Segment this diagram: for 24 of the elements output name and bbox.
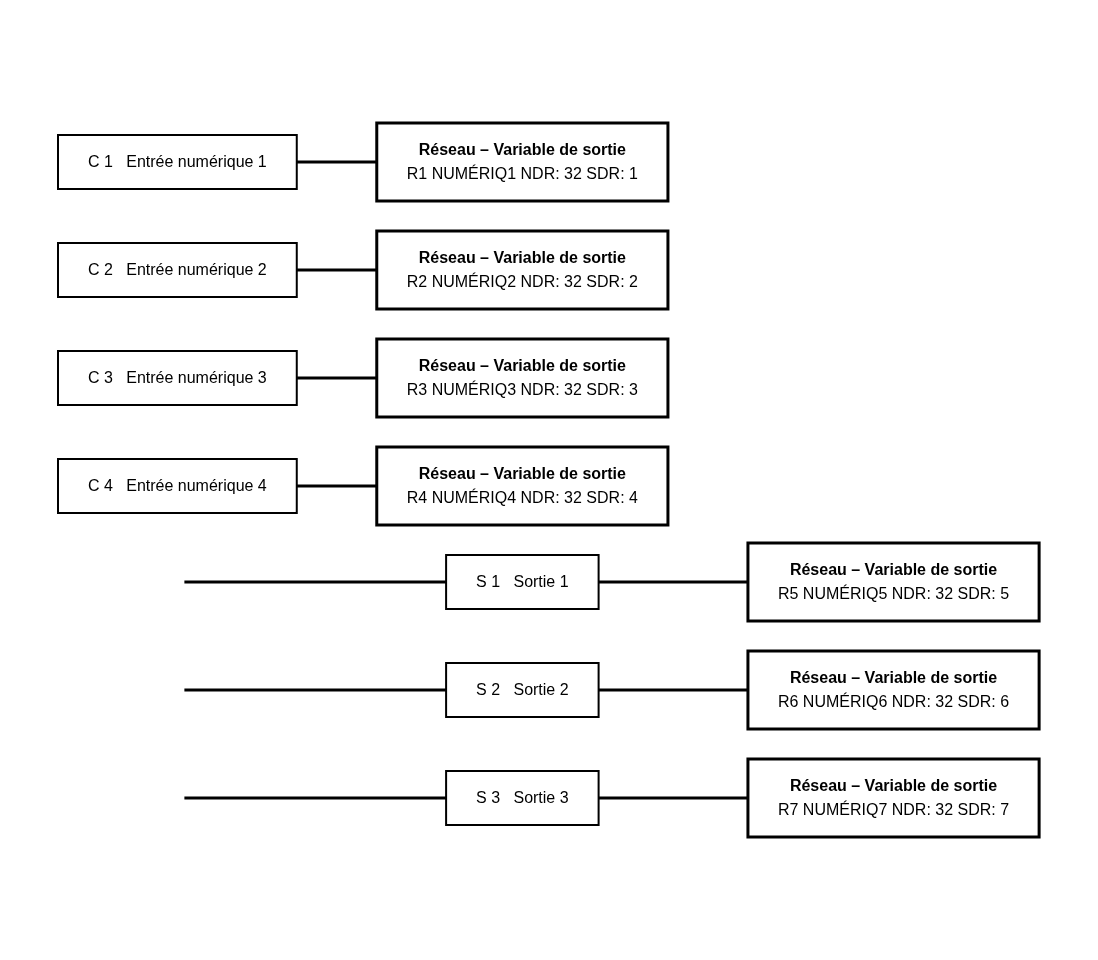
node-box: S 3 Sortie 3 (445, 770, 601, 826)
node-box: Réseau – Variable de sortie R1 NUMÉRIQ1 NDR: 32 SDR: 1 (375, 121, 670, 203)
connector (599, 580, 749, 584)
node-box: Réseau – Variable de sortie R7 NUMÉRIQ7 NDR: 32 SDR: 7 (746, 757, 1042, 839)
node-box: Réseau – Variable de sortie R4 NUMÉRIQ4 NDR: 32 SDR: 4 (375, 445, 670, 527)
node-box: Réseau – Variable de sortie R5 NUMÉRIQ5 NDR: 32 SDR: 5 (746, 541, 1042, 623)
connector (297, 376, 378, 380)
node-box: C 4 Entrée numérique 4 (57, 458, 299, 514)
connector (297, 268, 378, 272)
node-box: S 2 Sortie 2 (445, 662, 601, 718)
connector (297, 484, 378, 488)
node-box: C 2 Entrée numérique 2 (57, 242, 299, 298)
node-box: C 1 Entrée numérique 1 (57, 134, 299, 190)
node-box: Réseau – Variable de sortie R2 NUMÉRIQ2 NDR: 32 SDR: 2 (375, 229, 670, 311)
node-box: Réseau – Variable de sortie R6 NUMÉRIQ6 NDR: 32 SDR: 6 (746, 649, 1042, 731)
node-box: S 1 Sortie 1 (445, 554, 601, 610)
connector (184, 796, 447, 800)
node-box: Réseau – Variable de sortie R3 NUMÉRIQ3 NDR: 32 SDR: 3 (375, 337, 670, 419)
connector (599, 796, 749, 800)
connector (297, 160, 378, 164)
connector (599, 688, 749, 692)
node-box: C 3 Entrée numérique 3 (57, 350, 299, 406)
connector (184, 580, 447, 584)
connector (184, 688, 447, 692)
